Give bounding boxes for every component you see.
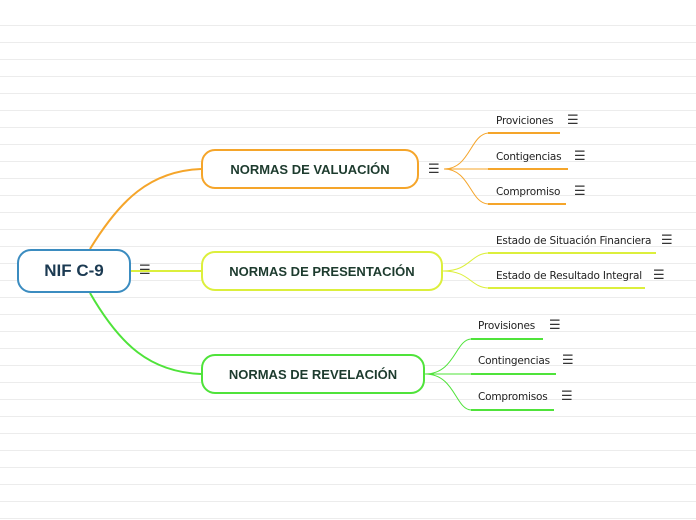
leaf-node-contigencias[interactable]: Contigencias xyxy=(496,151,562,163)
branch-node-valuacion[interactable]: NORMAS DE VALUACIÓN xyxy=(201,149,419,189)
leaf-node-proviciones[interactable]: Proviciones xyxy=(496,115,554,127)
hamburger-menu-icon[interactable]: ☰ xyxy=(562,353,574,368)
connector-presentacion-situacion xyxy=(442,252,489,272)
hamburger-menu-icon[interactable]: ☰ xyxy=(428,162,440,177)
leaf-node-compromiso[interactable]: Compromiso xyxy=(496,186,561,198)
hamburger-menu-icon[interactable]: ☰ xyxy=(549,318,561,333)
branch-node-label: NORMAS DE REVELACIÓN xyxy=(228,366,398,382)
connector-valuacion-proviciones xyxy=(443,132,489,170)
hamburger-menu-icon[interactable]: ☰ xyxy=(561,389,573,404)
leaf-node-compromisos[interactable]: Compromisos xyxy=(478,391,548,403)
leaf-node-contingencias[interactable]: Contingencias xyxy=(478,355,550,367)
branch-node-revelacion[interactable]: NORMAS DE REVELACIÓN xyxy=(201,354,425,394)
leaf-node-estado-situacion-financiera[interactable]: Estado de Situación Financiera xyxy=(496,235,652,247)
connector-root-revelacion xyxy=(89,292,202,375)
connector-presentacion-resultado xyxy=(442,270,489,289)
hamburger-menu-icon[interactable]: ☰ xyxy=(139,263,151,278)
connector-revelacion-provisiones xyxy=(424,338,472,375)
branch-node-label: NORMAS DE PRESENTACIÓN xyxy=(229,263,415,279)
branch-node-presentacion[interactable]: NORMAS DE PRESENTACIÓN xyxy=(201,251,443,291)
root-node[interactable]: NIF C-9 xyxy=(17,249,131,293)
connector-root-valuacion xyxy=(89,168,202,250)
hamburger-menu-icon[interactable]: ☰ xyxy=(653,268,665,283)
leaf-node-estado-resultado-integral[interactable]: Estado de Resultado Integral xyxy=(496,270,642,282)
branch-node-label: NORMAS DE VALUACIÓN xyxy=(230,161,390,177)
connector-revelacion-compromisos xyxy=(424,373,472,411)
leaf-node-provisiones[interactable]: Provisiones xyxy=(478,320,535,332)
root-node-label: NIF C-9 xyxy=(44,261,104,280)
connector-valuacion-compromiso xyxy=(443,168,489,205)
hamburger-menu-icon[interactable]: ☰ xyxy=(661,233,673,248)
hamburger-menu-icon[interactable]: ☰ xyxy=(574,184,586,199)
hamburger-menu-icon[interactable]: ☰ xyxy=(567,113,579,128)
hamburger-menu-icon[interactable]: ☰ xyxy=(574,149,586,164)
